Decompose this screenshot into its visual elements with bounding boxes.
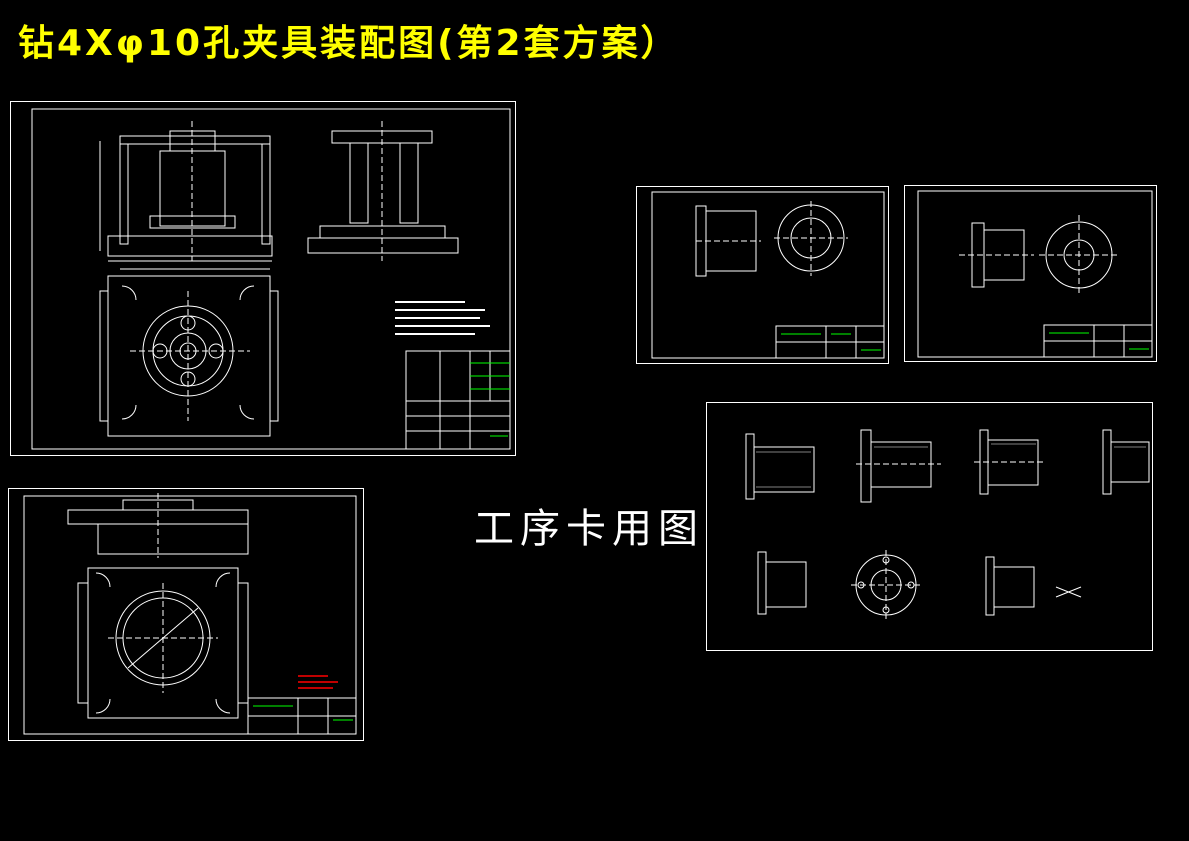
part-drawing-2 <box>904 185 1158 363</box>
process-card-caption: 工序卡用图 <box>474 506 704 552</box>
fixture-assembly-drawing <box>10 101 517 457</box>
part-drawing-1 <box>636 186 890 365</box>
fixture-body-drawing <box>8 488 365 742</box>
process-card-drawings <box>706 402 1154 652</box>
page-title: 钻4Xφ10孔夹具装配图(第2套方案） <box>18 23 680 64</box>
